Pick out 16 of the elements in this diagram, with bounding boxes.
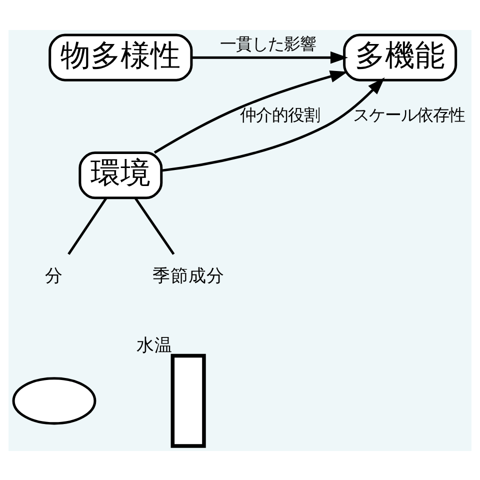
edge-label: スケール依存性 bbox=[352, 105, 465, 124]
edge-label: 一貫した影響 bbox=[220, 34, 316, 53]
node-box: 環境 bbox=[78, 151, 163, 199]
node-box bbox=[170, 353, 206, 448]
node-label: 水温 bbox=[136, 336, 172, 356]
node-box: 多機能 bbox=[343, 33, 458, 81]
arrow bbox=[192, 50, 348, 64]
node-text: 分 bbox=[45, 266, 64, 286]
connector bbox=[68, 196, 108, 254]
node-box: 物多様性 bbox=[48, 33, 193, 81]
node-cloud bbox=[12, 376, 96, 424]
arrow bbox=[154, 70, 348, 154]
edge-label: 仲介的役割 bbox=[240, 105, 320, 124]
arrow bbox=[161, 76, 385, 172]
node-text: 季節成分 bbox=[152, 266, 224, 286]
connector bbox=[134, 196, 175, 254]
